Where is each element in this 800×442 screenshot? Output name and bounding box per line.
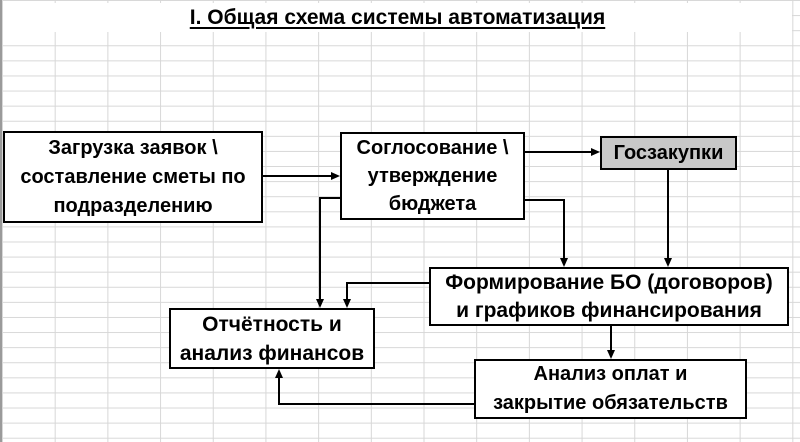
connector-soglasovanie-to-formirovanie [525,199,568,267]
node-text-line: утверждение [367,165,498,187]
page-title: I. Общая схема системы автоматизация [189,5,606,29]
connector-soglasovanie-to-otchetnost [316,197,340,308]
connector-zagruzka-to-soglasovanie [263,172,340,180]
connector-formirovanie-to-otchetnost [343,282,429,308]
node-goszakupki[interactable]: Госзакупки [600,136,737,170]
node-soglasovanie-byudzheta[interactable]: Соглосование \ утверждение бюджета [340,132,525,220]
node-text-line: составление сметы по [20,165,246,188]
node-text-line: анализ финансов [179,341,365,365]
node-text-line: бюджета [388,193,477,215]
node-analiz-oplat[interactable]: Анализ оплат и закрытие обязательств [474,359,747,419]
node-zagruzka-zayavok[interactable]: Загрузка заявок \ составление сметы по п… [3,131,263,223]
connector-analiz-to-otchetnost [275,369,474,405]
node-text-line: закрытие обязательств [493,392,728,414]
node-text-line: Анализ оплат и [533,363,688,385]
connector-formirovanie-to-analiz [607,326,615,359]
node-text-line: и графиков финансирования [456,298,762,322]
node-text-line: Соглосование \ [356,137,509,159]
title-band: I. Общая схема системы автоматизация [3,3,792,32]
node-formirovanie-bo[interactable]: Формирование БО (договоров) и графиков ф… [429,267,789,326]
node-otchetnost-analiz[interactable]: Отчётность и анализ финансов [169,308,375,369]
connector-soglasovanie-to-goszakupki [525,148,600,156]
node-text-line: Госзакупки [613,142,724,164]
node-text-line: Отчётность и [202,312,342,336]
node-text-line: Формирование БО (договоров) [445,270,773,294]
node-text-line: подразделению [53,194,213,217]
connector-goszakupki-to-formirovanie [664,170,672,267]
node-text-line: Загрузка заявок \ [48,136,218,159]
